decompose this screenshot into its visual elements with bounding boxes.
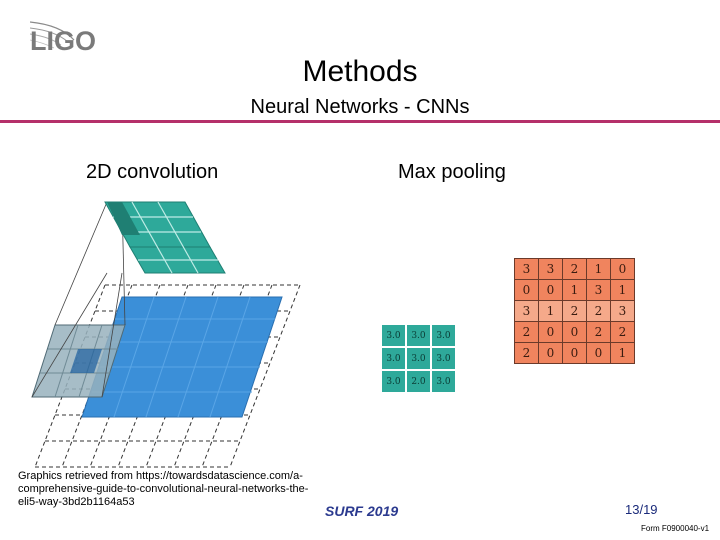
grid-cell: 1: [563, 280, 587, 301]
grid-cell: 3: [587, 280, 611, 301]
grid-cell: 3.0: [406, 347, 431, 370]
grid-cell: 3: [611, 301, 635, 322]
convolution-illustration: [10, 185, 330, 470]
convolution-label: 2D convolution: [86, 161, 218, 184]
image-source-caption: Graphics retrieved from https://towardsd…: [18, 470, 318, 509]
page-number: 13/19: [625, 502, 658, 517]
grid-cell: 3: [539, 259, 563, 280]
grid-cell: 0: [515, 280, 539, 301]
table-row: 3 1 2 2 3: [515, 301, 635, 322]
logo-text: LIGO: [30, 26, 96, 56]
footer-program: SURF 2019: [325, 503, 398, 519]
grid-cell: 2.0: [406, 370, 431, 393]
grid-cell: 0: [563, 343, 587, 364]
table-row: 2 0 0 2 2: [515, 322, 635, 343]
grid-cell: 2: [515, 322, 539, 343]
grid-cell: 3.0: [431, 370, 456, 393]
grid-cell: 1: [587, 259, 611, 280]
grid-cell: 3.0: [406, 324, 431, 347]
grid-cell: 2: [563, 259, 587, 280]
grid-cell: 0: [611, 259, 635, 280]
table-row: 2 0 0 0 1: [515, 343, 635, 364]
grid-cell: 0: [539, 322, 563, 343]
table-row: 3 3 2 1 0: [515, 259, 635, 280]
slide-title: Methods: [260, 55, 460, 89]
pooling-label: Max pooling: [398, 161, 506, 184]
header-divider: [0, 120, 720, 123]
grid-cell: 2: [563, 301, 587, 322]
grid-cell: 2: [587, 301, 611, 322]
grid-cell: 1: [539, 301, 563, 322]
grid-cell: 0: [539, 280, 563, 301]
table-row: 3.0 2.0 3.0: [381, 370, 456, 393]
slide-subtitle: Neural Networks - CNNs: [190, 96, 530, 119]
grid-cell: 3.0: [431, 347, 456, 370]
table-row: 3.0 3.0 3.0: [381, 324, 456, 347]
grid-cell: 0: [563, 322, 587, 343]
ligo-logo: LIGO: [30, 20, 140, 70]
pooling-input-grid: 3 3 2 1 0 0 0 1 3 1 3 1 2 2 3 2 0 0 2 2 …: [514, 258, 635, 364]
grid-cell: 3.0: [431, 324, 456, 347]
grid-cell: 0: [587, 343, 611, 364]
grid-cell: 2: [611, 322, 635, 343]
grid-cell: 3: [515, 259, 539, 280]
grid-cell: 2: [515, 343, 539, 364]
grid-cell: 3: [515, 301, 539, 322]
grid-cell: 1: [611, 280, 635, 301]
form-id: Form F0900040-v1: [641, 524, 709, 533]
grid-cell: 0: [539, 343, 563, 364]
grid-cell: 3.0: [381, 370, 406, 393]
grid-cell: 3.0: [381, 324, 406, 347]
grid-cell: 3.0: [381, 347, 406, 370]
pooling-output-grid: 3.0 3.0 3.0 3.0 3.0 3.0 3.0 2.0 3.0: [380, 323, 457, 394]
table-row: 3.0 3.0 3.0: [381, 347, 456, 370]
grid-cell: 1: [611, 343, 635, 364]
grid-cell: 2: [587, 322, 611, 343]
table-row: 0 0 1 3 1: [515, 280, 635, 301]
